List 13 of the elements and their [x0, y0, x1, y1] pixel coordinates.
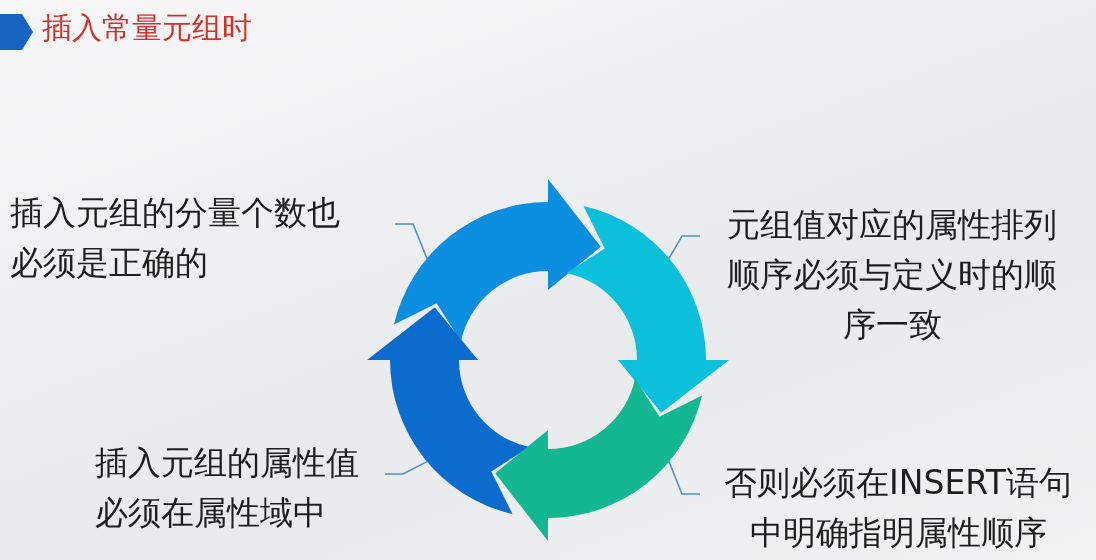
- leader-line: [668, 460, 701, 495]
- leader-line: [394, 223, 428, 260]
- ring-segment: [394, 179, 601, 342]
- description-text: 否则必须在INSERT语句中明确指明属性顺序: [700, 458, 1088, 558]
- slide-title: 插入常量元组时: [42, 9, 252, 47]
- ring-segment: [495, 378, 702, 541]
- ring-segment: [367, 307, 530, 514]
- leader-line: [668, 235, 701, 260]
- description-text: 元组值对应的属性排列顺序必须与定义时的顺序一致: [700, 200, 1066, 350]
- leader-line: [384, 460, 428, 475]
- ring-segment: [566, 206, 729, 413]
- description-text: 插入元组的属性值必须在属性域中: [78, 438, 385, 538]
- description-text: 插入元组的分量个数也必须是正确的: [10, 188, 395, 288]
